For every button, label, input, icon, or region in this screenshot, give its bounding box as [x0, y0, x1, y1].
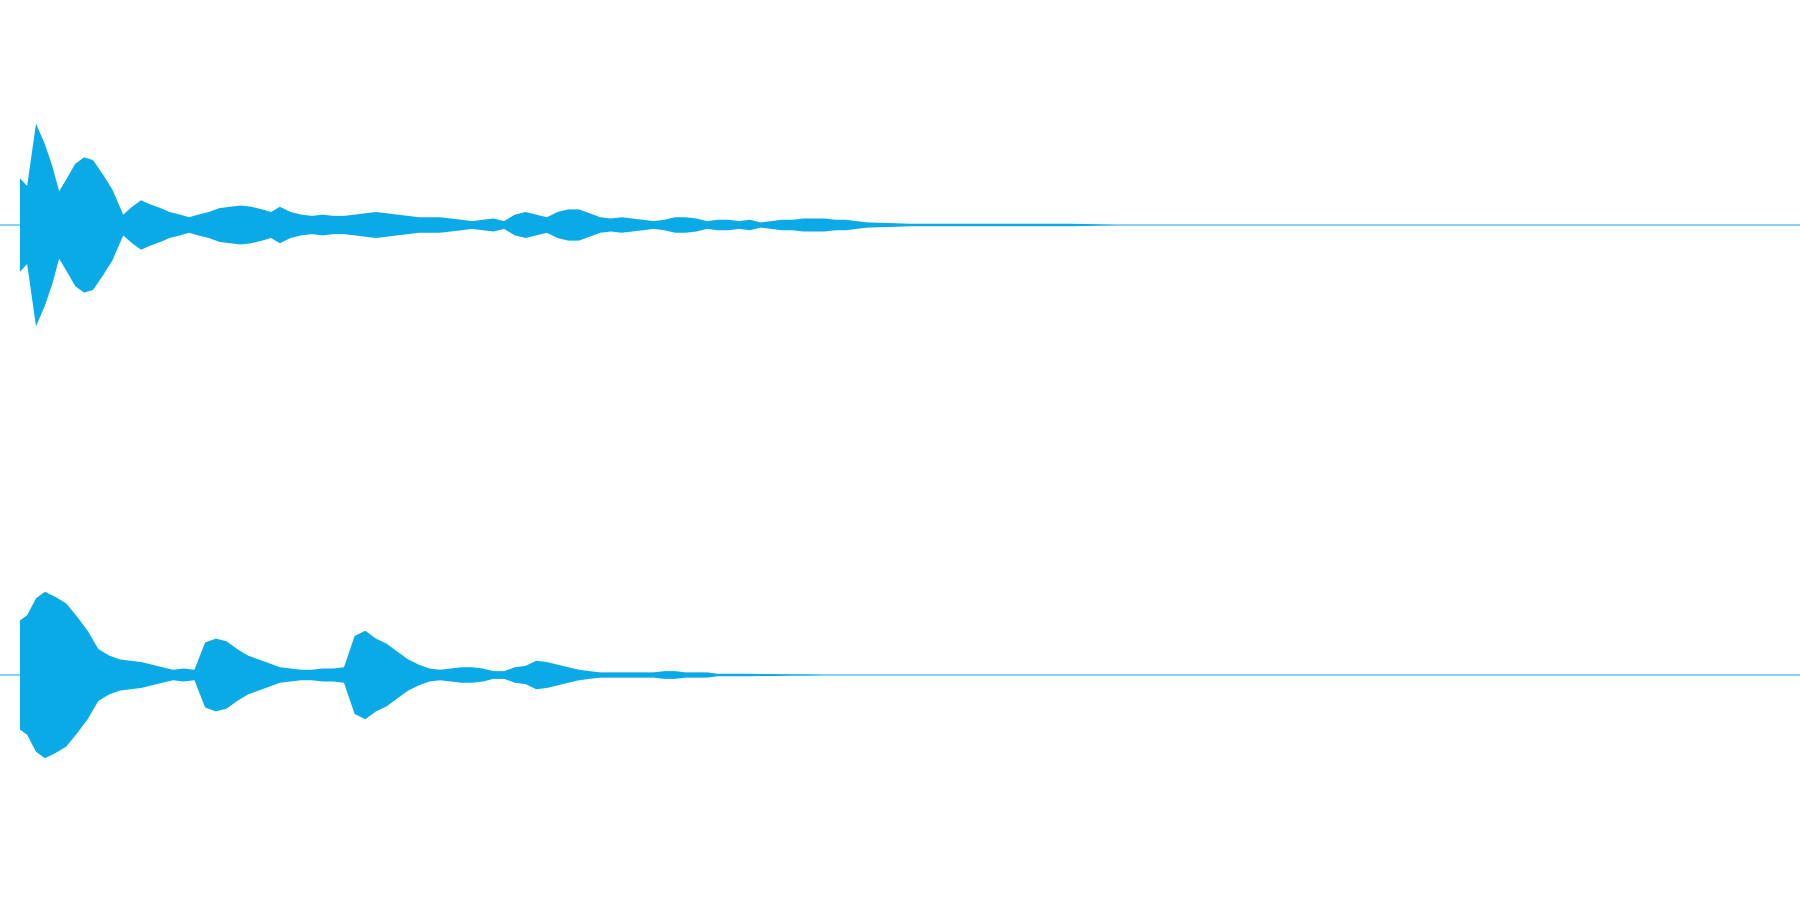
waveform-channel-1: [0, 123, 1800, 327]
waveform-channel-2: [0, 591, 1800, 759]
